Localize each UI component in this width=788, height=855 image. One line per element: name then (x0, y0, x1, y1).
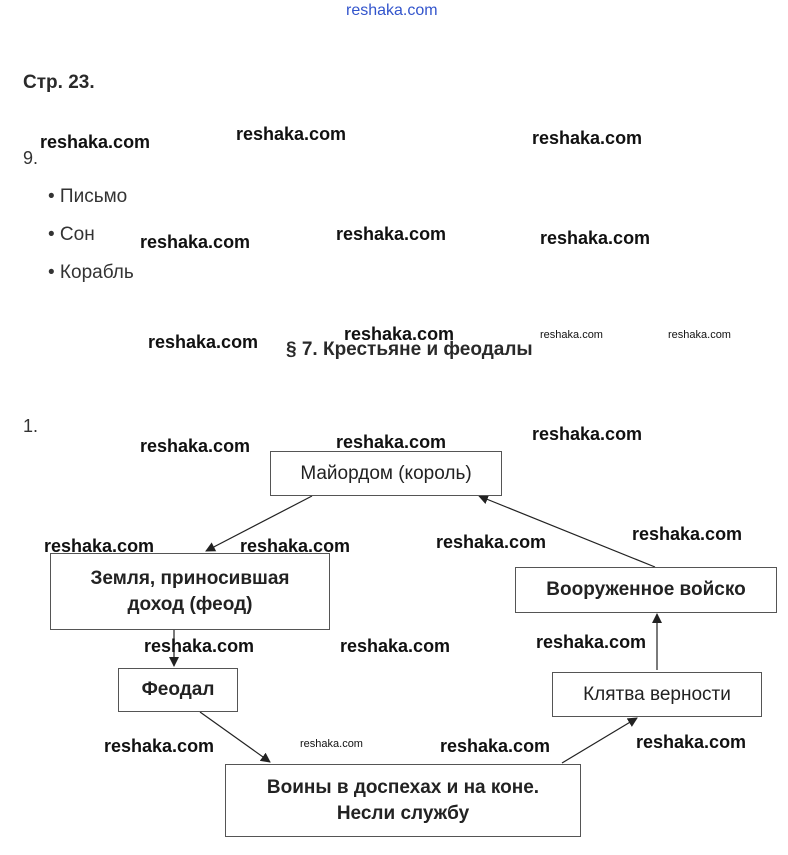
oath-label: Клятва верности (583, 683, 731, 705)
watermark: reshaka.com (436, 532, 547, 552)
warriors-label: Воины в доспехах и на коне. Несли службу (266, 776, 540, 824)
watermark: reshaka.com (340, 636, 451, 656)
watermark: reshaka.com (104, 736, 215, 756)
watermark: reshaka.com (148, 332, 259, 352)
watermark: reshaka.com (532, 424, 643, 444)
list-item: • Сон (48, 224, 95, 245)
watermark: reshaka.com (536, 632, 647, 652)
army-label: Вооруженное войско (546, 579, 746, 601)
watermark: reshaka.com (540, 329, 603, 341)
watermark: reshaka.com (336, 432, 447, 452)
watermark: reshaka.com (140, 436, 251, 456)
diagram-box-army: Вооруженное войско (515, 567, 777, 613)
arrow-warriors-to-oath (561, 717, 638, 764)
watermark: reshaka.com (140, 232, 251, 252)
feodal-label: Феодал (141, 679, 215, 701)
watermark: reshaka.com (144, 636, 255, 656)
section-title: § 7. Крестьяне и феодалы (286, 339, 533, 360)
watermark: reshaka.com (300, 738, 363, 750)
diagram-box-oath: Клятва верности (552, 672, 762, 717)
watermark: reshaka.com (668, 329, 731, 341)
watermark: reshaka.com (636, 732, 747, 752)
watermark: reshaka.com (440, 736, 551, 756)
watermark: reshaka.com (44, 536, 155, 556)
site-header-link[interactable]: reshaka.com (346, 2, 438, 19)
diagram-box-warriors: Воины в доспехах и на коне. Несли службу (225, 764, 581, 837)
arrow-army-to-mayordom (478, 494, 656, 568)
diagram-box-feodal: Феодал (118, 668, 238, 712)
arrow-feodal-to-warriors (199, 711, 271, 763)
watermark: reshaka.com (40, 132, 151, 152)
diagram-box-mayordom: Майордом (король) (270, 451, 502, 496)
task-9-number: 9. (23, 148, 39, 168)
diagram-box-land: Земля, приносившая доход (феод) (50, 553, 330, 630)
list-item: • Корабль (48, 262, 134, 283)
watermark: reshaka.com (532, 128, 643, 148)
land-label: Земля, приносившая доход (феод) (90, 567, 290, 615)
watermark: reshaka.com (240, 536, 351, 556)
watermark: reshaka.com (336, 224, 447, 244)
arrow-mayordom-to-land (205, 495, 313, 552)
task-1-number: 1. (23, 416, 39, 436)
watermark: reshaka.com (632, 524, 743, 544)
mayordom-label: Майордом (король) (300, 462, 472, 484)
page-title: Стр. 23. (23, 72, 95, 93)
list-item: • Письмо (48, 186, 128, 207)
watermark: reshaka.com (344, 324, 455, 344)
watermark: reshaka.com (540, 228, 651, 248)
watermark: reshaka.com (236, 124, 347, 144)
